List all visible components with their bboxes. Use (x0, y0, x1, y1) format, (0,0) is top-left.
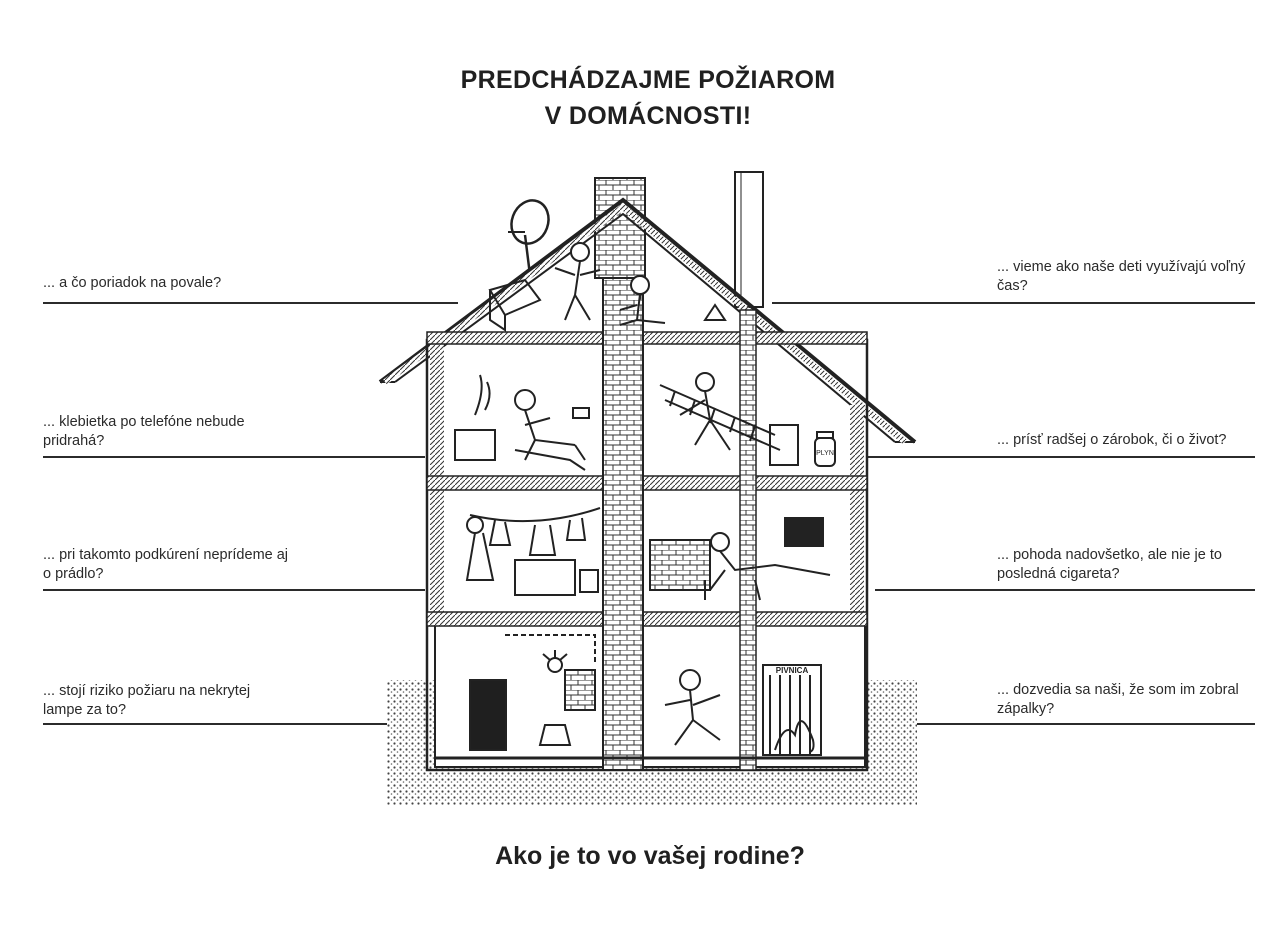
ground-soil (387, 621, 917, 805)
metal-chimney (734, 171, 764, 308)
caption-line: ... dozvedia sa naši, že som im zobral (997, 682, 1239, 698)
caption-right-gas: ... prísť radšej o zárobok, či o život? (997, 431, 1226, 450)
ladder-man-scene (659, 372, 836, 467)
title-line-2: V DOMÁCNOSTI! (544, 102, 752, 130)
answer-line-right-2 (868, 456, 1255, 458)
caption-line: pridrahá? (43, 433, 105, 449)
cellar-matches-scene (664, 664, 822, 756)
caption-right-children: ... vieme ako naše deti využívajú voľný … (997, 258, 1245, 296)
answer-line-left-1 (43, 302, 458, 304)
caption-left-phone: ... klebietka po telefóne nebude pridrah… (43, 413, 245, 451)
tv-cigarette-scene (649, 517, 831, 601)
caption-left-attic: ... a čo poriadok na povale? (43, 274, 221, 293)
caption-line: čas? (997, 278, 1028, 294)
caption-line: zápalky? (997, 701, 1055, 717)
caption-line: lampe za to? (43, 702, 127, 718)
living-room-phone-scene (454, 374, 590, 471)
footer-question: Ako je to vo vašej rodine? (495, 842, 805, 870)
caption-line: ... pri takomto podkúrení neprídeme aj (43, 547, 289, 563)
caption-line: ... a čo poriadok na povale? (43, 275, 222, 291)
answer-line-left-3 (43, 589, 425, 591)
caption-line: ... prísť radšej o zárobok, či o život? (997, 432, 1227, 448)
cellar-lamp-scene (469, 634, 596, 751)
caption-line: ... stojí riziko požiaru na nekrytej (43, 683, 251, 699)
caption-line: ... vieme ako naše deti využívajú voľný (997, 259, 1246, 275)
answer-line-right-3 (875, 589, 1255, 591)
caption-line: ... pohoda nadovšetko, ale nie je to (997, 547, 1222, 563)
laundry-stove-scene (465, 507, 601, 596)
caption-left-lamp: ... stojí riziko požiaru na nekrytej lam… (43, 682, 250, 720)
caption-line: ... klebietka po telefóne nebude (43, 414, 245, 430)
answer-line-right-4 (905, 723, 1255, 725)
answer-line-right-1 (772, 302, 1255, 304)
caption-right-matches: ... dozvedia sa naši, že som im zobral z… (997, 681, 1239, 719)
page-title: PREDCHÁDZAJME POŽIAROM V DOMÁCNOSTI! (398, 62, 898, 134)
title-line-1: PREDCHÁDZAJME POŽIAROM (460, 66, 836, 94)
caption-left-laundry: ... pri takomto podkúrení neprídeme aj o… (43, 546, 288, 584)
house-cross-section-illustration: PLYN PIVNICA (378, 171, 917, 805)
gas-bottle-label: PLYN (816, 450, 834, 457)
attic-children-scene (488, 242, 727, 332)
cellar-sign: PIVNICA (776, 666, 809, 675)
caption-line: o prádlo? (43, 566, 104, 582)
caption-right-cigarette: ... pohoda nadovšetko, ale nie je to pos… (997, 546, 1222, 584)
roof (378, 197, 917, 445)
answer-line-left-2 (43, 456, 425, 458)
caption-line: posledná cigareta? (997, 566, 1120, 582)
answer-line-left-4 (43, 723, 388, 725)
